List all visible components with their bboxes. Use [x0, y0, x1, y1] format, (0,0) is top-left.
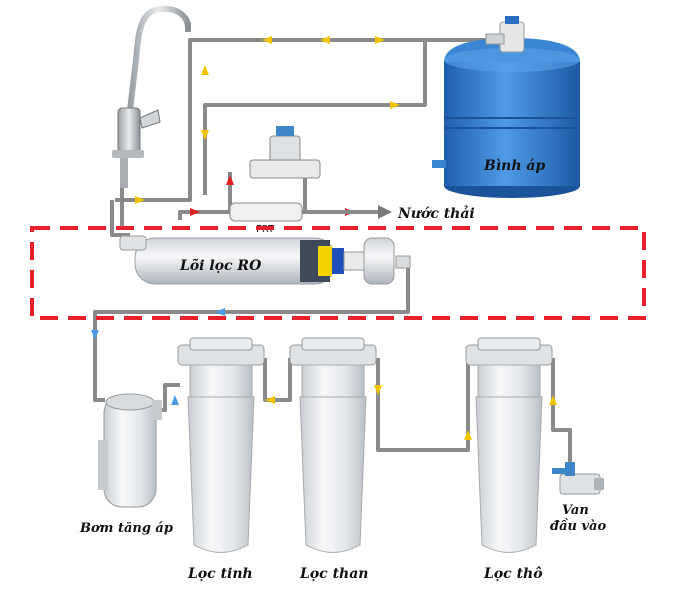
coarse-filter-label: Lọc thô [483, 566, 543, 582]
flow-arrow [464, 430, 472, 440]
flow-arrow [135, 196, 145, 204]
frt-component [229, 202, 303, 222]
flow-arrow [190, 208, 200, 216]
fine-filter-housing [177, 337, 265, 553]
waste-outlet [330, 205, 392, 219]
flow-arrow [374, 385, 382, 395]
flow-arrow [215, 308, 225, 316]
flow-arrow [226, 175, 234, 185]
flow-arrow [375, 36, 385, 44]
flow-arrow [265, 396, 275, 404]
valve-label-line1: Van [562, 503, 589, 518]
fine-filter-label: Lọc tinh [187, 566, 253, 582]
pressure-tank-icon [432, 16, 580, 198]
flow-arrow [549, 395, 557, 405]
tank-label: Bình áp [483, 158, 545, 174]
coarse-filter-housing [465, 337, 553, 553]
ro-label: Lõi lọc RO [179, 257, 262, 274]
pump-label: Bơm tăng áp [79, 521, 173, 536]
faucet-icon [112, 5, 191, 188]
valve-label-line2: đầu vào [550, 518, 606, 534]
ro-membrane [119, 235, 411, 285]
flow-arrow [262, 36, 272, 44]
flow-arrow [171, 395, 179, 405]
inlet-valve-icon [552, 462, 604, 495]
booster-pump-icon [98, 393, 162, 508]
waste-label: Nước thải [397, 205, 475, 222]
flow-arrow [201, 130, 209, 140]
ro-highlight-box [30, 226, 646, 320]
carbon-filter-label: Lọc than [299, 566, 368, 582]
carbon-filter-housing [289, 337, 377, 553]
flow-arrow [320, 36, 330, 44]
flow-arrow [201, 65, 209, 75]
flow-arrow [91, 330, 99, 340]
flow-arrow [390, 101, 400, 109]
solenoid-valve-icon [249, 126, 321, 179]
